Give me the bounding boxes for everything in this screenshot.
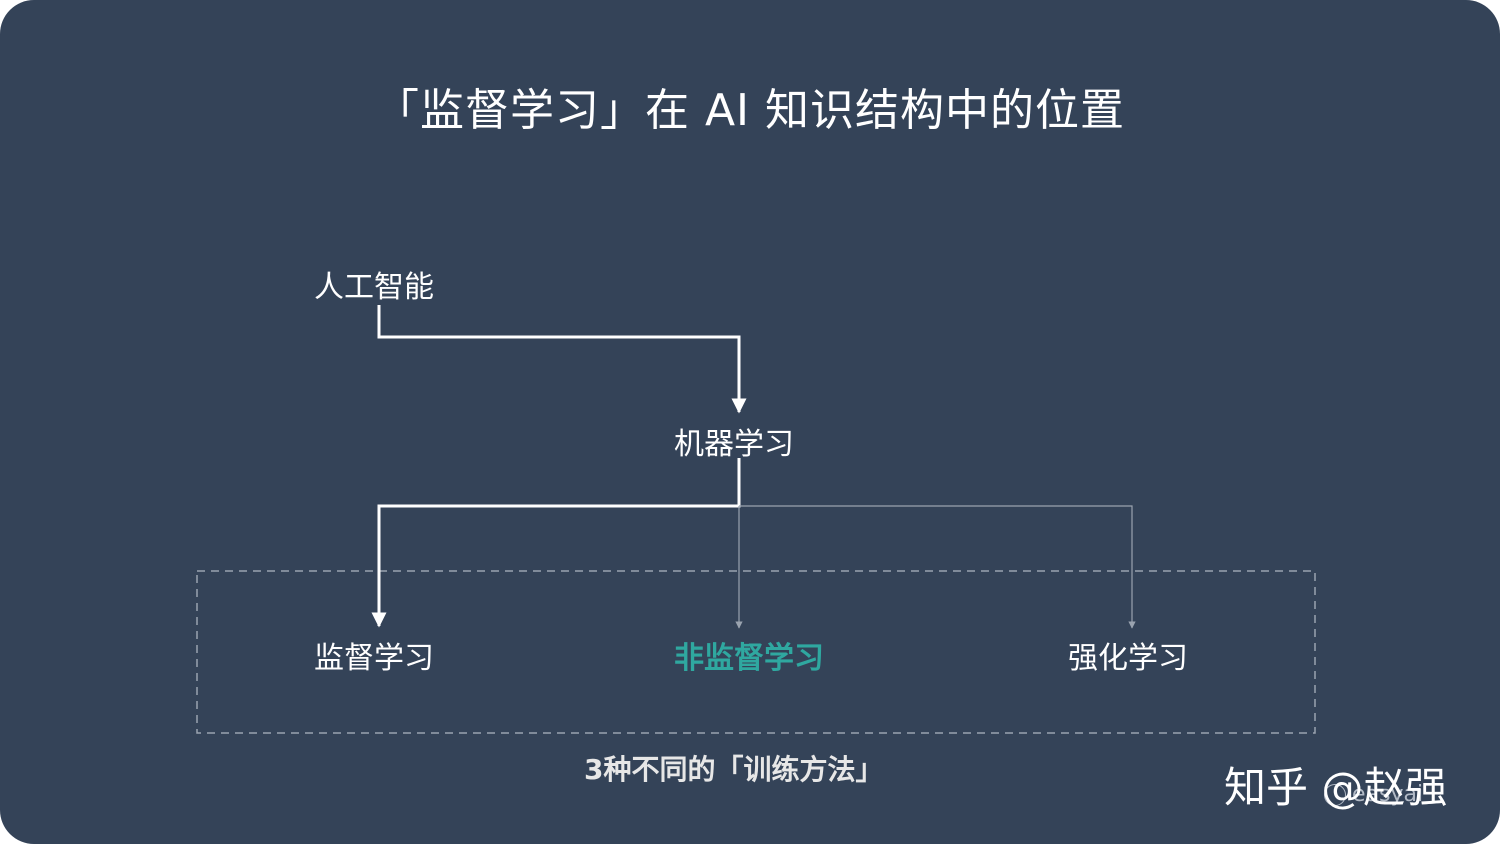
arrow-ai-to-ml [377,305,747,414]
node-machine-learning: 机器学习 [674,427,794,462]
watermark: 知乎 @赵强 [1224,763,1448,812]
arrow-ml-to-supervised [371,458,741,628]
page-title: 「监督学习」在 AI 知识结构中的位置 [374,85,1126,136]
logo-ring-icon [1324,783,1346,806]
arrow-ml-to-reinforcement [739,505,1136,629]
group-caption: 3种不同的「训练方法」 [584,753,884,786]
node-reinforcement-learning: 强化学习 [1068,641,1188,676]
node-unsupervised-learning: 非监督学习 [674,641,824,676]
sub-watermark: easyai [1324,782,1423,807]
node-artificial-intelligence: 人工智能 [314,270,434,305]
sub-watermark-text: easyai [1352,782,1424,807]
training-methods-box [196,570,1316,734]
node-supervised-learning: 监督学习 [314,641,434,676]
